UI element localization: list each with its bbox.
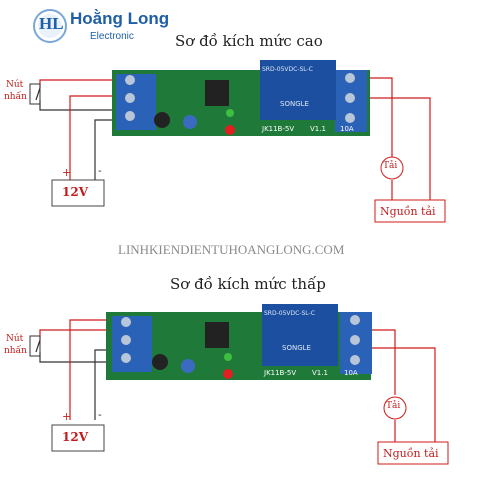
diagram-1-load-label: Tải <box>383 161 398 171</box>
diagram-1-led-red <box>225 125 235 135</box>
diagram-2-title: Sơ đồ kích mức thấp <box>170 275 326 293</box>
brand-logo: HL Hoằng Long Electronic <box>30 2 170 48</box>
diagram-2-board-version: V1.1 <box>312 369 328 377</box>
diagram-1-plus-label: + <box>62 166 72 179</box>
diagram-2-supply-box <box>51 424 105 452</box>
diagram-1-supply-label: 12V <box>62 185 89 199</box>
diagram-1-potentiometer <box>183 115 197 129</box>
diagram-1-input-terminal <box>116 74 156 130</box>
diagram-2-capacitor <box>152 354 168 370</box>
diagram-2-push-button-icon <box>29 335 41 357</box>
diagram-2-load-label: Tải <box>386 401 401 411</box>
diagram-2-load-power-box <box>377 441 449 465</box>
diagram-2-minus-label: - <box>98 408 102 421</box>
watermark: LINHKIENDIENTUHOANGLONG.COM <box>118 242 345 257</box>
diagram-2-relay-text: SRD-05VDC-SL-C <box>264 310 315 317</box>
logo-mark-icon <box>33 9 67 43</box>
diagram-1-relay-text: SRD-05VDC-SL-C <box>262 66 313 73</box>
diagram-1-capacitor <box>154 112 170 128</box>
diagram-2-button-label-1: Nút <box>6 334 24 344</box>
diagram-2-relay <box>262 304 338 366</box>
diagram-1-relay-brand: SONGLE <box>280 100 309 108</box>
diagram-1-board-version: V1.1 <box>310 125 326 133</box>
diagram-1-title: Sơ đồ kích mức cao <box>175 32 323 50</box>
diagram-1-relay <box>260 60 336 120</box>
diagram-2-ic <box>205 322 229 348</box>
diagram-1-led-green <box>226 109 234 117</box>
diagram-2-board-model: JK11B-5V <box>264 369 297 377</box>
diagram-1-button-label-1: Nút <box>6 80 24 90</box>
diagram-2-plus-label: + <box>62 410 72 423</box>
diagram-2-load-power-label: Nguồn tải <box>383 447 439 460</box>
diagram-2-led-red <box>223 369 233 379</box>
diagram-1-board-current: 10A <box>340 125 354 133</box>
logo-name: Hoằng Long <box>70 9 170 28</box>
diagram-2-input-terminal <box>112 316 152 372</box>
logo-subtitle: Electronic <box>90 31 134 42</box>
diagram-1-load-power-label: Nguồn tải <box>380 205 436 218</box>
diagram-2-led-green <box>224 353 232 361</box>
diagram-1-minus-label: - <box>98 164 102 177</box>
diagram-1-push-button-icon <box>29 83 41 105</box>
diagram-1-button-label-2: nhấn <box>4 92 27 102</box>
diagram-1-supply-box <box>51 179 105 207</box>
diagram-1-load-circle <box>380 156 404 180</box>
diagram-2-load-circle <box>383 396 407 420</box>
diagram-2-relay-brand: SONGLE <box>282 344 311 352</box>
logo-initials: HL <box>39 14 64 33</box>
diagram-1-load-power-box <box>374 199 446 223</box>
diagram-2-board-current: 10A <box>344 369 358 377</box>
diagram-1-ic <box>205 80 229 106</box>
diagram-2-button-label-2: nhấn <box>4 346 27 356</box>
diagram-1-board-model: JK11B-5V <box>262 125 295 133</box>
diagram-2-potentiometer <box>181 359 195 373</box>
diagram-2-supply-label: 12V <box>62 430 89 444</box>
